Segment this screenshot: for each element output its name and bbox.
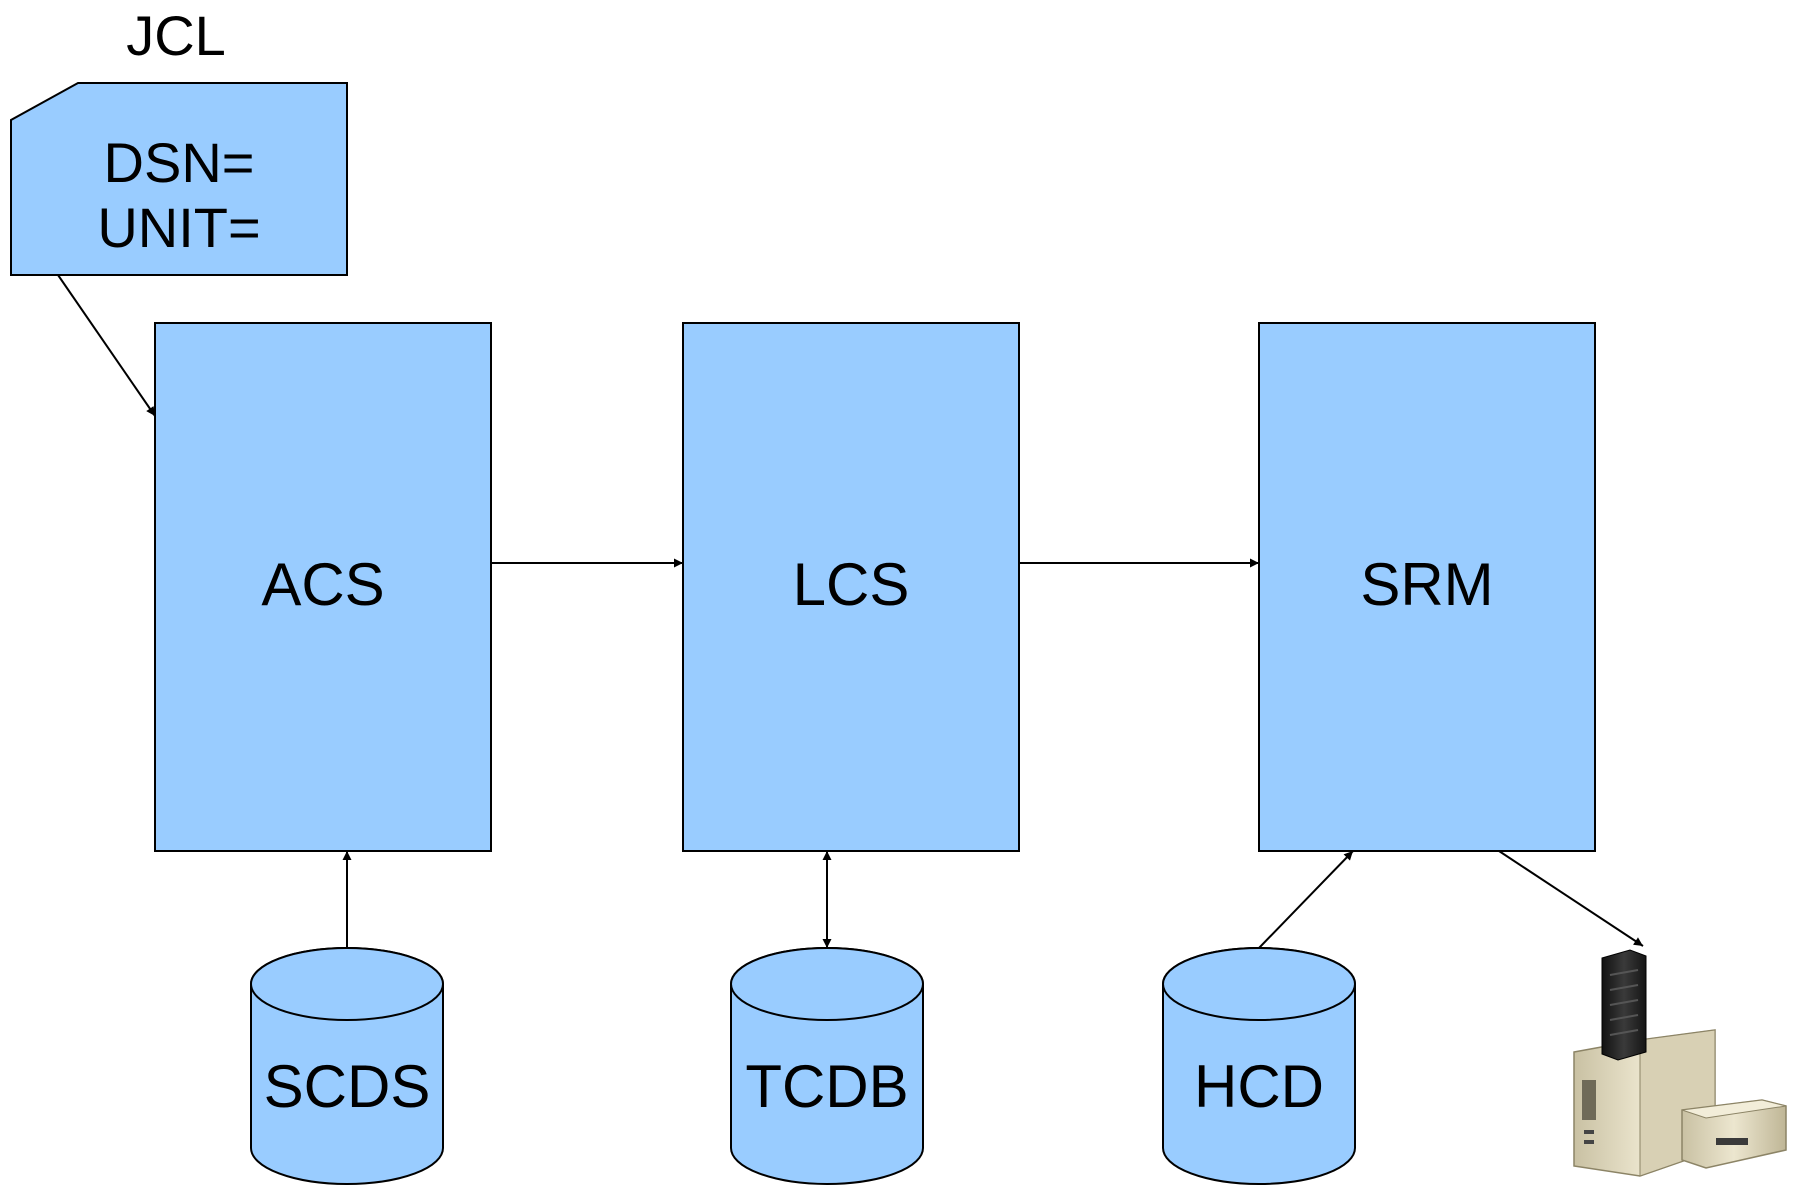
device-panel (1582, 1080, 1596, 1120)
process-acs: ACS (154, 322, 492, 852)
arrow-hcd-to-srm (1258, 850, 1354, 949)
jcl-card: JCL DSN= UNIT= (10, 4, 348, 276)
arrow-jcl-to-acs (57, 274, 156, 417)
hcd-cylinder-top (1162, 947, 1356, 1021)
datastore-hcd: HCD (1162, 947, 1356, 1185)
device-tower-slot (1609, 999, 1639, 1006)
tape-library-icon (1573, 949, 1787, 1177)
scds-label: SCDS (264, 1053, 431, 1120)
arrow-srm-to-device (1498, 850, 1644, 947)
acs-box (154, 322, 492, 852)
datastore-tcdb: TCDB (730, 947, 924, 1185)
device-tower-slot (1609, 1029, 1639, 1036)
lcs-box (682, 322, 1020, 852)
jcl-card-shape (10, 82, 348, 276)
device-panel-slot (1584, 1140, 1594, 1144)
process-srm: SRM (1258, 322, 1596, 852)
device-tower-slot (1609, 969, 1639, 976)
device-tower (1601, 949, 1647, 1061)
tcdb-cylinder-top (730, 947, 924, 1021)
device-tower-slot (1609, 1014, 1639, 1021)
lcs-label: LCS (793, 551, 910, 618)
jcl-unit-line: UNIT= (97, 196, 260, 259)
datastore-scds: SCDS (250, 947, 444, 1185)
device-drive-slot (1716, 1138, 1748, 1145)
hcd-label: HCD (1194, 1053, 1324, 1120)
srm-label: SRM (1360, 551, 1493, 618)
tcdb-label: TCDB (745, 1053, 908, 1120)
acs-label: ACS (261, 551, 384, 618)
scds-cylinder-top (250, 947, 444, 1021)
device-drive-top (1681, 1099, 1787, 1119)
device-panel-slot (1584, 1130, 1594, 1134)
srm-box (1258, 322, 1596, 852)
jcl-title: JCL (126, 4, 226, 67)
jcl-dsn-line: DSN= (104, 131, 255, 194)
process-lcs: LCS (682, 322, 1020, 852)
device-tower-slot (1609, 984, 1639, 991)
